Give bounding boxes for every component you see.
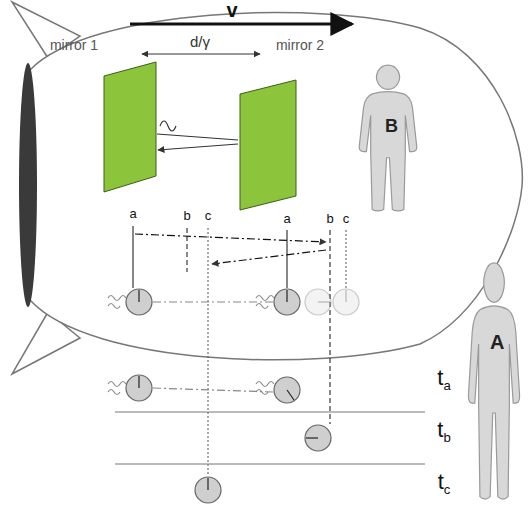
mirror-label: mirror 1 <box>50 38 98 53</box>
clocks-part <box>126 289 152 315</box>
position-lines-part <box>133 226 134 288</box>
time-lines <box>115 412 425 464</box>
position-label: b <box>183 209 190 223</box>
position-lines-part <box>187 228 188 272</box>
ship-hull-part <box>19 63 37 307</box>
time-label: ta <box>437 366 450 394</box>
distance-arrow-part <box>142 53 260 54</box>
person-shape <box>484 263 504 302</box>
person-shape <box>359 92 417 211</box>
position-label: a <box>129 207 136 221</box>
position-lines-part <box>330 230 331 424</box>
light-ray <box>157 121 238 150</box>
clocks-part <box>126 375 152 401</box>
ship-hull-part <box>30 13 522 360</box>
signal-squiggles-part <box>256 390 268 395</box>
velocity-label: v <box>226 0 237 21</box>
clocks-part <box>195 477 221 503</box>
person-node: B <box>352 62 424 214</box>
time-label: tc <box>438 470 451 498</box>
light-ray-part <box>157 134 238 140</box>
clocks-part <box>274 289 300 315</box>
person-letter: A <box>490 330 504 353</box>
clocks-part-part <box>318 301 330 302</box>
clocks-part-part <box>333 289 359 315</box>
person-node: A <box>462 258 526 504</box>
mirrors-part <box>104 62 156 192</box>
velocity-arrow <box>130 24 352 25</box>
signal-squiggles-part <box>108 304 120 309</box>
velocity-arrow-part <box>130 23 352 26</box>
clocks-part <box>305 425 331 451</box>
signal-squiggles-part <box>108 390 120 395</box>
clocks-part <box>138 376 139 388</box>
person-shape <box>468 306 519 499</box>
distance-arrow <box>142 54 260 55</box>
position-label: c <box>205 209 212 223</box>
light-path-part <box>135 234 326 242</box>
clocks-part <box>286 290 287 302</box>
signal-squiggles-part <box>256 304 268 309</box>
light-path-part <box>153 388 273 392</box>
signal-squiggles-part <box>108 296 126 301</box>
clocks-part-part <box>345 290 346 302</box>
light-path-part <box>153 301 273 302</box>
position-lines <box>133 226 346 476</box>
clocks-part <box>287 390 294 400</box>
time-label: tb <box>437 418 450 446</box>
person-figure <box>462 258 526 504</box>
position-label: a <box>283 212 290 226</box>
light-path-part <box>212 250 326 264</box>
clocks-part <box>207 478 208 490</box>
time-lines-part <box>115 412 425 413</box>
position-lines-part <box>287 230 288 288</box>
light-ray-part <box>158 144 238 150</box>
position-label: b <box>326 212 333 226</box>
mirror-label: mirror 2 <box>276 38 324 53</box>
light-ray-part <box>160 121 176 131</box>
position-label: c <box>343 212 350 226</box>
person-shape <box>377 65 400 89</box>
person-figure <box>352 62 424 214</box>
position-lines-part <box>346 230 347 288</box>
clocks-part <box>274 377 300 403</box>
light-path <box>135 234 326 392</box>
ship-hull <box>12 2 522 374</box>
signal-squiggles-part <box>256 382 274 387</box>
clocks-part <box>138 290 139 302</box>
distance-label: d/γ <box>190 34 210 51</box>
clocks <box>126 289 359 503</box>
time-lines-part <box>115 464 425 465</box>
signal-squiggles-part <box>256 296 274 301</box>
clocks-part <box>305 289 359 315</box>
clocks-part <box>306 437 318 438</box>
signal-squiggles-part <box>108 382 126 387</box>
clocks-part-part <box>305 289 331 315</box>
mirrors <box>104 62 296 210</box>
person-letter: B <box>385 115 398 136</box>
position-lines-part <box>208 228 209 476</box>
mirrors-part <box>240 80 296 210</box>
